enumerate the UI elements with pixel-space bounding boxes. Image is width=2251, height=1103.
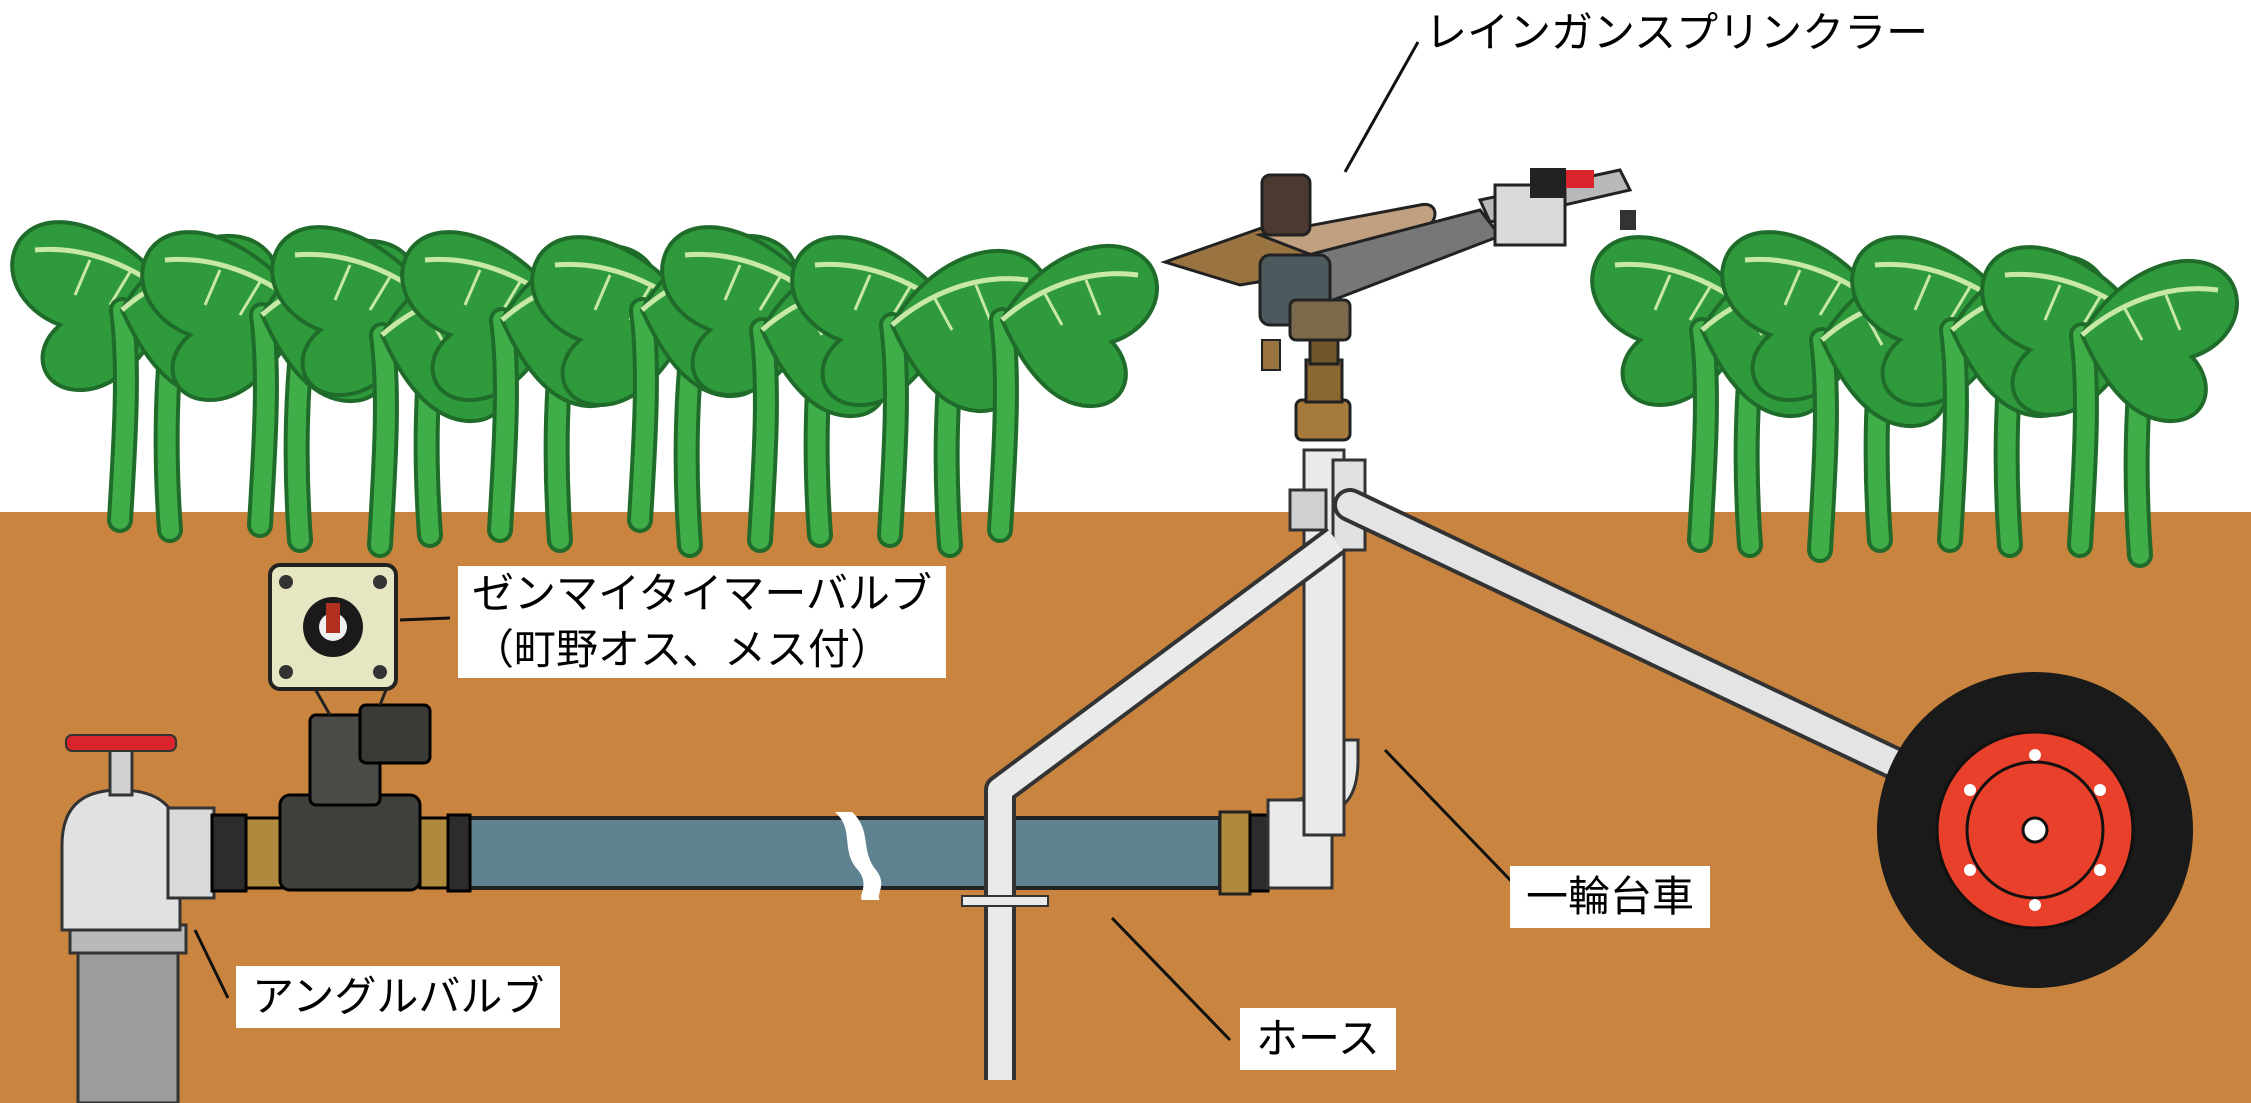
support-stake [961, 527, 1346, 1080]
taro-plants-left [12, 222, 1157, 545]
timer-valve-label-line2: （町野オス、メス付） [472, 625, 893, 674]
hose [458, 810, 1252, 900]
wheelbarrow-label: 一輪台車 [1510, 866, 1711, 928]
leader-lines [193, 41, 1517, 1042]
taro-plants-right [1592, 232, 2237, 555]
valve-handle [65, 734, 177, 752]
sprinkler-label: レインガンスプリンクラー [1425, 8, 1929, 57]
timer-valve-assembly [210, 563, 472, 893]
hose-label: ホース [1240, 1008, 1396, 1070]
rain-gun-sprinkler [1160, 168, 1636, 371]
timer-valve-label-line1: ゼンマイタイマーバルブ [472, 569, 932, 618]
wheelbarrow [1333, 488, 2193, 988]
angle-valve [60, 734, 216, 1103]
timer-valve-label: ゼンマイタイマーバルブ （町野オス、メス付） [458, 566, 946, 678]
angle-valve-label: アングルバルブ [236, 966, 561, 1028]
